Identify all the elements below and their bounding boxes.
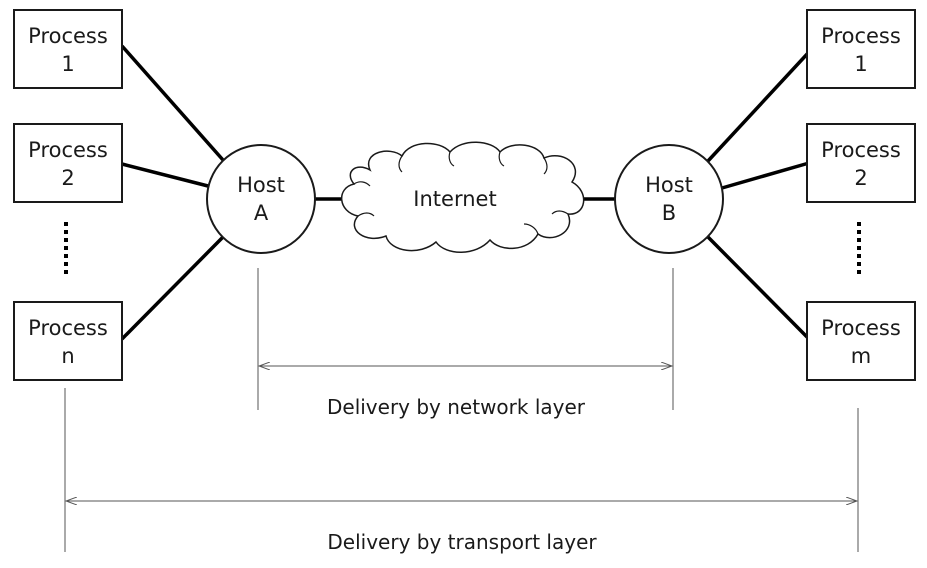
left-process-2-label: Process xyxy=(28,138,108,162)
link-process-1-host-a xyxy=(120,44,225,162)
right-ellipsis xyxy=(857,222,861,274)
link-process-n-host-a xyxy=(120,234,226,341)
transport-delivery-label: Delivery by transport layer xyxy=(327,530,597,554)
internet-cloud: Internet xyxy=(341,141,585,253)
left-process-n: Process n xyxy=(13,301,123,381)
host-a-id: A xyxy=(254,201,269,225)
right-process-1: Process 1 xyxy=(806,9,916,89)
network-layer-span: Delivery by network layer xyxy=(257,268,674,419)
left-process-1-id: 1 xyxy=(61,52,74,76)
right-process-1-label: Process xyxy=(821,24,901,48)
host-b: Host B xyxy=(614,144,724,254)
right-process-m-id: m xyxy=(851,344,871,368)
right-process-2: Process 2 xyxy=(806,123,916,203)
right-process-1-id: 1 xyxy=(854,52,867,76)
link-host-b-process-m xyxy=(706,235,811,341)
link-host-b-process-2 xyxy=(721,161,810,190)
connection-links xyxy=(120,44,811,341)
host-b-label: Host xyxy=(645,173,693,197)
right-process-2-label: Process xyxy=(821,138,901,162)
right-process-m: Process m xyxy=(806,301,916,381)
transport-layer-span: Delivery by transport layer xyxy=(64,388,859,554)
internet-label: Internet xyxy=(413,187,496,211)
host-a-label: Host xyxy=(237,173,285,197)
left-process-1: Process 1 xyxy=(13,9,123,89)
left-ellipsis xyxy=(64,222,68,274)
left-process-2: Process 2 xyxy=(13,123,123,203)
network-delivery-label: Delivery by network layer xyxy=(327,395,586,419)
host-b-id: B xyxy=(662,201,676,225)
link-host-b-process-1 xyxy=(706,50,811,163)
left-process-n-id: n xyxy=(61,344,74,368)
left-process-2-id: 2 xyxy=(61,166,74,190)
right-process-m-label: Process xyxy=(821,316,901,340)
link-process-2-host-a xyxy=(121,162,209,188)
left-process-n-label: Process xyxy=(28,316,108,340)
right-process-2-id: 2 xyxy=(854,166,867,190)
host-a: Host A xyxy=(206,144,316,254)
left-process-1-label: Process xyxy=(28,24,108,48)
